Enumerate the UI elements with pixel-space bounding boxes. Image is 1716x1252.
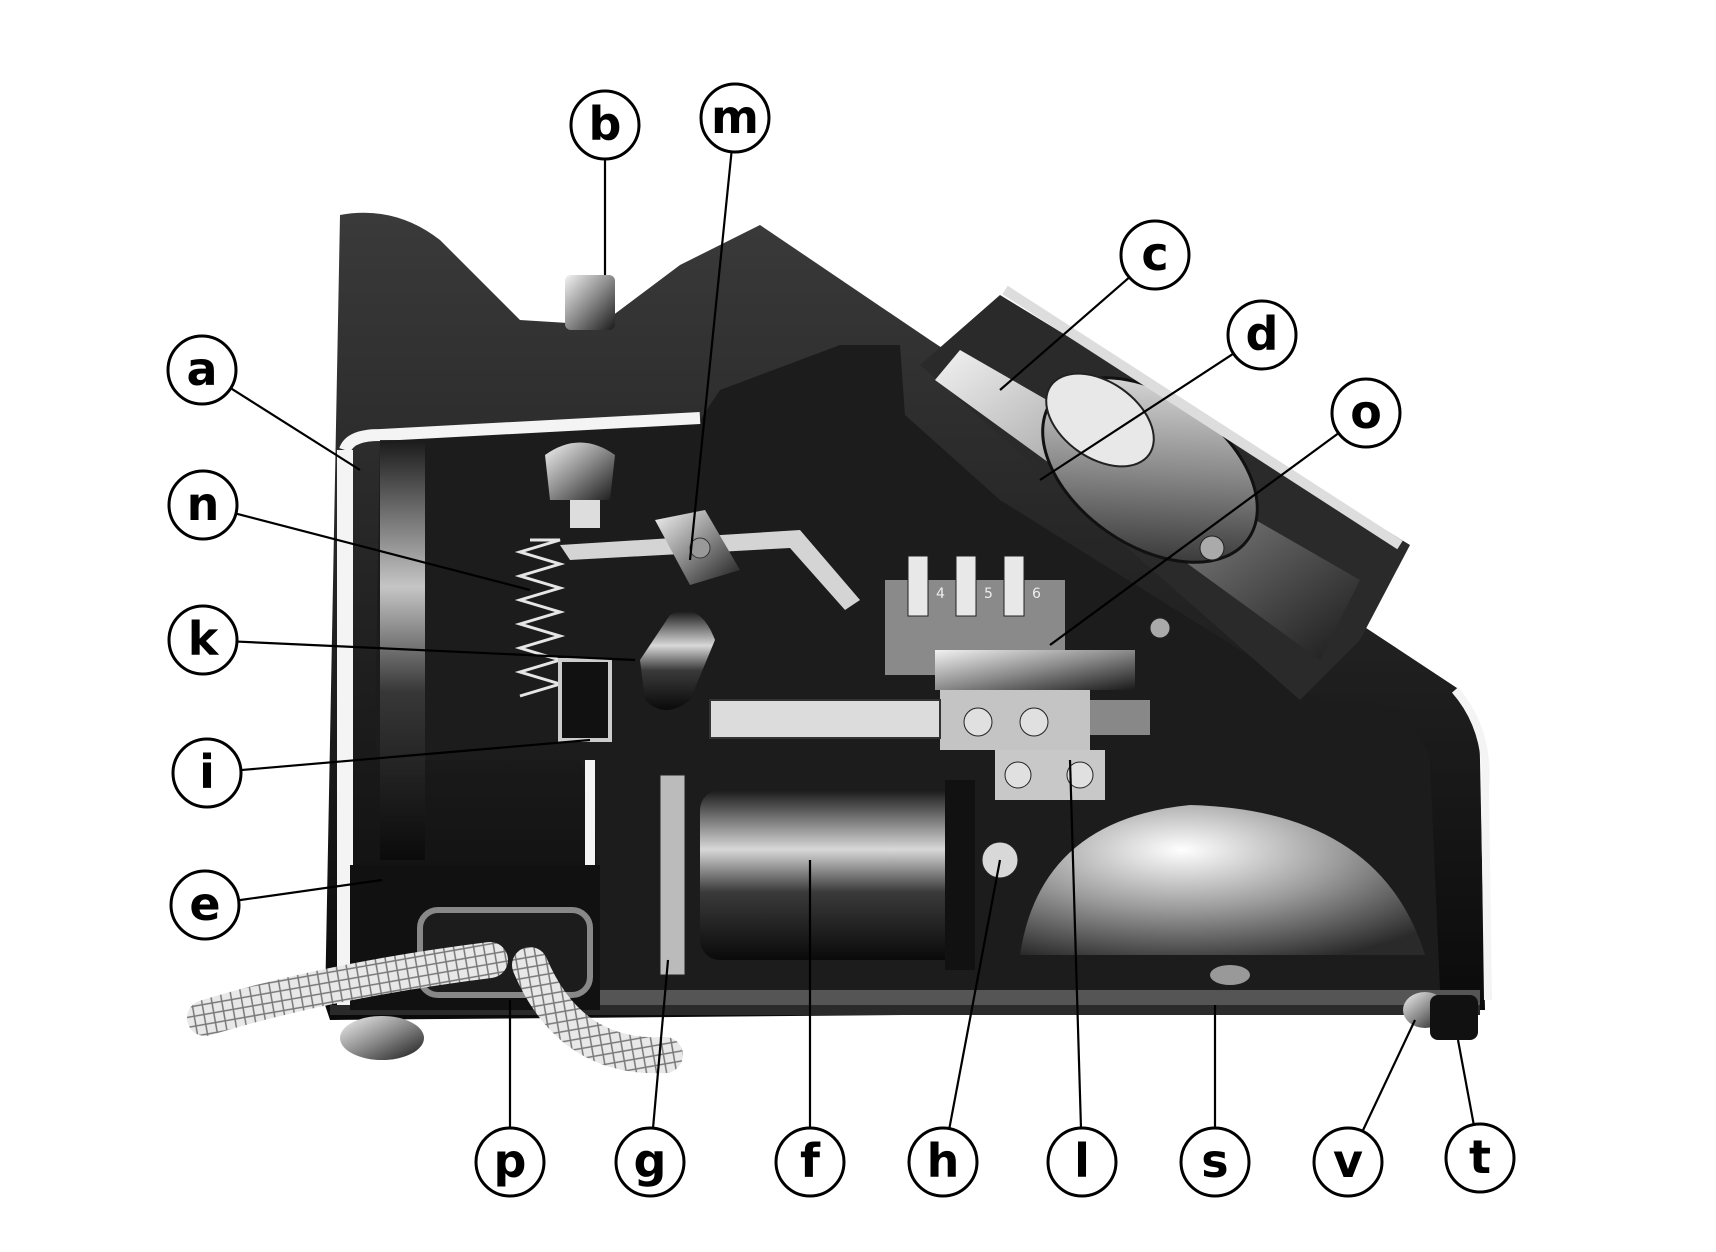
terminal-block: 4 5 6 [709,555,1150,800]
callout-i: i [171,737,243,809]
rotary-dial [920,285,1410,700]
callout-label-l: l [1074,1134,1090,1188]
callout-v: v [1312,1126,1384,1198]
leader-line-l [1068,759,1083,1129]
spring [514,538,566,698]
terminal-post [955,555,977,617]
callout-label-s: s [1201,1134,1228,1188]
leader-line-v [1361,1019,1416,1132]
callout-circle-g [614,1126,686,1198]
callout-circle-b [569,89,641,161]
callout-label-d: d [1246,307,1279,361]
callout-m: m [699,82,771,154]
leader-line-d [1039,352,1235,481]
terminal-post [907,555,929,617]
leader-line-o [1049,432,1340,646]
callout-label-h: h [927,1134,960,1188]
callout-label-m: m [711,90,759,144]
callout-circle-o [1330,377,1402,449]
ringer-coil [659,774,1019,976]
callout-circle-v [1312,1126,1384,1198]
lever-assembly [558,510,860,742]
callout-label-g: g [634,1134,667,1188]
callout-label-e: e [189,877,220,931]
callout-circle-l [1046,1126,1118,1198]
leader-line-m [688,151,733,561]
leader-lines [230,151,1475,1132]
callout-label-o: o [1350,385,1382,439]
terminal-post [1003,555,1025,617]
callout-label-a: a [186,342,217,396]
callout-f: f [774,1126,846,1198]
callout-l: l [1046,1126,1118,1198]
callout-o: o [1330,377,1402,449]
leader-line-e [238,878,383,902]
callout-circle-f [774,1126,846,1198]
callout-t: t [1444,1122,1516,1194]
callout-circle-k [167,604,239,676]
leader-line-c [999,276,1131,391]
callout-s: s [1179,1126,1251,1198]
plunger-knob [545,275,615,528]
callout-circle-i [171,737,243,809]
leader-line-g [651,959,670,1129]
callout-circle-c [1119,219,1191,291]
callout-h: h [907,1126,979,1198]
callout-label-i: i [199,745,215,799]
callout-group: a b c d e f g h i k l m n o p s t v [166,82,1516,1198]
leader-line-i [240,738,591,772]
callout-circle-e [169,869,241,941]
base-plate [330,990,1480,1040]
callout-label-f: f [800,1134,821,1188]
terminal-label: 5 [984,586,993,602]
callout-circle-s [1179,1126,1251,1198]
callout-circle-m [699,82,771,154]
callout-p: p [474,1126,546,1198]
leader-line-h [948,859,1002,1129]
callout-k: k [167,604,239,676]
callout-label-c: c [1141,227,1168,281]
callout-circle-n [167,469,239,541]
callout-label-n: n [187,477,220,531]
callout-circle-h [907,1126,979,1198]
callout-circle-t [1444,1122,1516,1194]
callout-c: c [1119,219,1191,291]
callout-circle-d [1226,299,1298,371]
terminal-label: 4 [936,586,945,602]
leader-line-k [236,640,636,662]
leader-line-t [1456,1039,1475,1125]
leader-line-a [230,387,361,471]
callout-n: n [167,469,239,541]
callout-label-t: t [1469,1130,1491,1184]
callout-b: b [569,89,641,161]
callout-circle-p [474,1126,546,1198]
bell-gong [1020,805,1425,985]
cord-entry [187,865,683,1074]
terminal-label: 6 [1032,586,1041,602]
callout-d: d [1226,299,1298,371]
callout-e: e [169,869,241,941]
callout-g: g [614,1126,686,1198]
leader-line-n [235,512,531,592]
callout-label-p: p [494,1134,527,1188]
callout-a: a [166,334,238,406]
callout-label-k: k [188,612,220,666]
callout-label-v: v [1333,1134,1363,1188]
callout-label-b: b [589,97,622,151]
callout-circle-a [166,334,238,406]
